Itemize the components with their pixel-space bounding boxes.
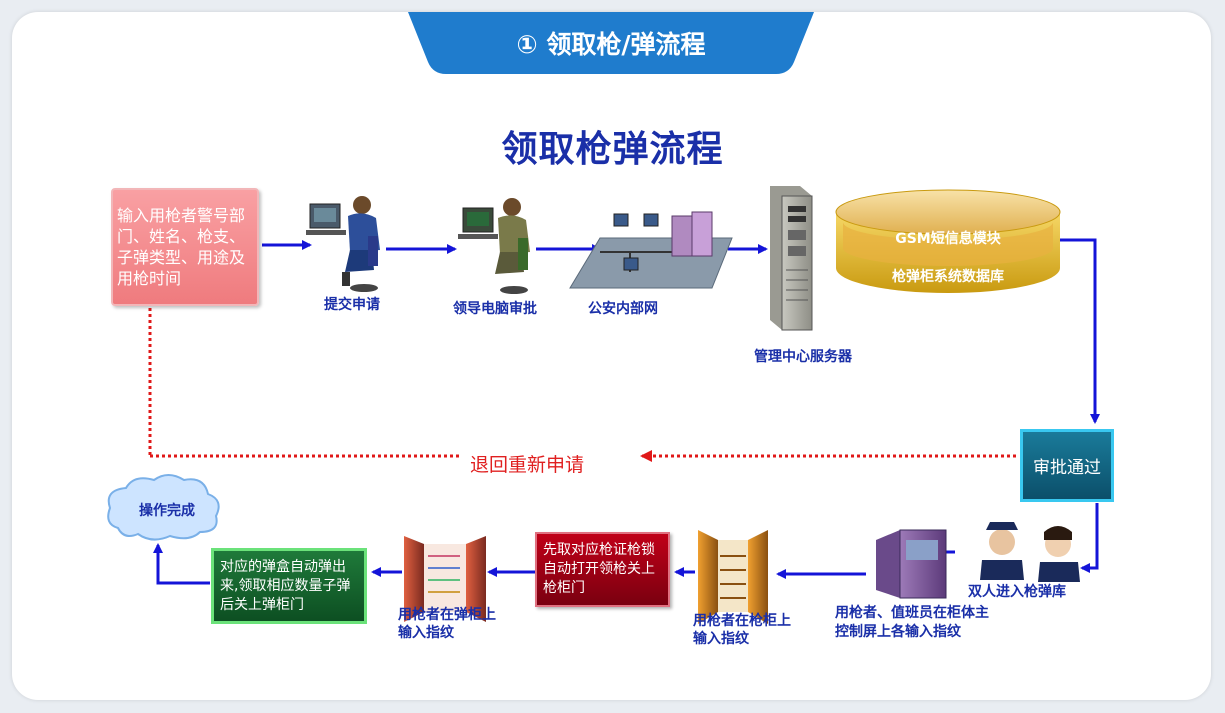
officers-icon xyxy=(980,522,1080,582)
unlock-box: 先取对应枪证枪锁自动打开领枪关上枪柜门 xyxy=(535,532,670,607)
section-tab: ① 领取枪/弹流程 xyxy=(408,12,814,74)
submitter-icon xyxy=(306,196,380,292)
diagram-title: 领取枪弹流程 xyxy=(501,128,724,170)
gun-cabinet-label: 用枪者在枪柜上输入指纹 xyxy=(693,613,791,647)
gun-cabinet-icon xyxy=(698,530,768,624)
cloud-icon xyxy=(107,474,220,541)
database-label: 枪弹柜系统数据库 xyxy=(892,269,1004,285)
leader-approval-label: 领导电脑审批 xyxy=(453,301,537,317)
ammo-cabinet-label: 用枪者在弹柜上输入指纹 xyxy=(398,607,496,641)
database-icon xyxy=(835,189,1061,293)
network-label: 公安内部网 xyxy=(588,301,658,317)
approved-box: 审批通过 xyxy=(1020,429,1114,502)
return-path xyxy=(148,308,1016,462)
network-icon xyxy=(569,211,733,289)
console-label: 用枪者、值班员在柜体主控制屏上各输入指纹 xyxy=(835,605,989,640)
leader-approval-icon xyxy=(458,198,530,294)
done-label: 操作完成 xyxy=(139,503,195,519)
server-icon xyxy=(770,186,813,331)
gsm-module-label: GSM短信息模块 xyxy=(895,231,1001,247)
section-tab-title: ① 领取枪/弹流程 xyxy=(516,30,706,59)
input-info-box: 输入用枪者警号部门、姓名、枪支、子弹类型、用途及用枪时间 xyxy=(111,188,259,306)
submit-label: 提交申请 xyxy=(324,297,380,313)
return-label: 退回重新申请 xyxy=(470,454,585,476)
ammo-cabinet-icon xyxy=(404,536,486,622)
console-cabinet-icon xyxy=(876,529,947,599)
two-persons-label: 双人进入枪弹库 xyxy=(968,584,1066,600)
server-label: 管理中心服务器 xyxy=(754,349,852,365)
ammo-box-info: 对应的弹盒自动弹出来,领取相应数量子弹后关上弹柜门 xyxy=(211,548,367,624)
tab-shape xyxy=(408,12,814,74)
